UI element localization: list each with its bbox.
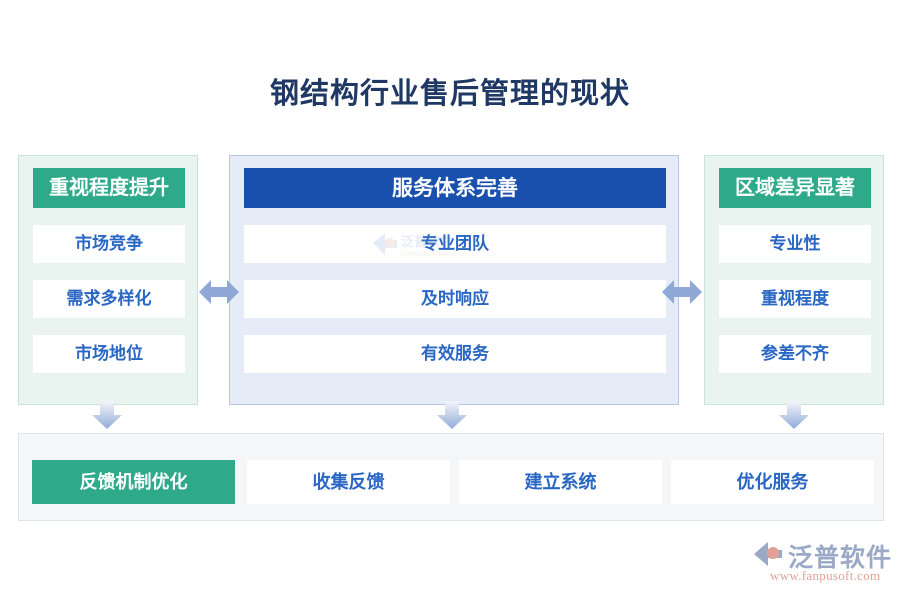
fanpu-logo-icon xyxy=(752,540,786,568)
double-arrow-horizontal-icon-left xyxy=(198,275,240,309)
bottom-panel: 反馈机制优化 收集反馈 建立系统 优化服务 xyxy=(18,433,884,521)
column-left-header: 重视程度提升 xyxy=(33,168,185,208)
bottom-item-1[interactable]: 反馈机制优化 xyxy=(32,460,235,504)
column-right: 区域差异显著 专业性 重视程度 参差不齐 xyxy=(704,155,884,405)
column-middle-item-3[interactable]: 有效服务 xyxy=(244,335,666,373)
column-right-item-2[interactable]: 重视程度 xyxy=(719,280,871,318)
page-title: 钢结构行业售后管理的现状 xyxy=(269,78,630,110)
column-left-item-2[interactable]: 需求多样化 xyxy=(33,280,185,318)
double-arrow-horizontal-icon-right xyxy=(661,275,703,309)
column-left-item-3[interactable]: 市场地位 xyxy=(33,335,185,373)
bottom-item-4[interactable]: 优化服务 xyxy=(671,460,874,504)
logo-company-name: 泛普软件 xyxy=(788,544,893,572)
logo-url: www.fanpusoft.com xyxy=(770,568,881,583)
column-left: 重视程度提升 市场竞争 需求多样化 市场地位 xyxy=(18,155,198,405)
column-middle-item-1[interactable]: 专业团队 xyxy=(244,225,666,263)
arrow-down-icon-right xyxy=(777,400,811,430)
column-left-item-1[interactable]: 市场竞争 xyxy=(33,225,185,263)
column-right-header: 区域差异显著 xyxy=(719,168,871,208)
bottom-item-2[interactable]: 收集反馈 xyxy=(247,460,450,504)
column-middle: 服务体系完善 专业团队 及时响应 有效服务 xyxy=(229,155,679,405)
brand-logo: 泛普软件 www.fanpusoft.com xyxy=(752,538,892,588)
bottom-item-3[interactable]: 建立系统 xyxy=(459,460,662,504)
column-middle-item-2[interactable]: 及时响应 xyxy=(244,280,666,318)
arrow-down-icon-middle xyxy=(435,400,469,430)
arrow-down-icon-left xyxy=(90,400,124,430)
column-middle-header: 服务体系完善 xyxy=(244,168,666,208)
column-right-item-3[interactable]: 参差不齐 xyxy=(719,335,871,373)
column-right-item-1[interactable]: 专业性 xyxy=(719,225,871,263)
